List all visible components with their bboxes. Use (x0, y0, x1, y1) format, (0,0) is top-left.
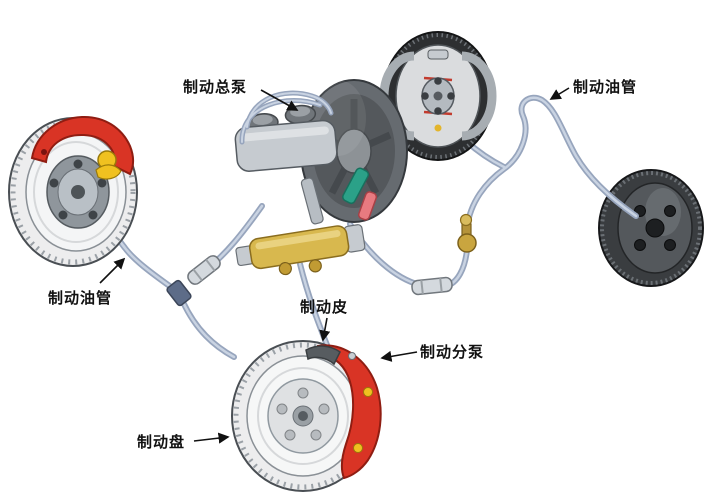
booster-seal (357, 191, 378, 221)
label-brake-line-left: 制动油管 (48, 289, 113, 307)
label-brake-line-top-right: 制动油管 (573, 78, 638, 96)
lower-caliper (317, 344, 382, 480)
rear-drum (598, 169, 704, 287)
arrow-brake-disc (193, 432, 230, 444)
arrow-brake-line-left (99, 257, 126, 284)
label-master-cylinder: 制动总泵 (183, 78, 248, 96)
arrow-brake-pad (319, 317, 331, 342)
proportioning-valve (235, 224, 366, 276)
arrow-brake-line-top-right (549, 87, 570, 100)
pushrod-bracket (300, 177, 324, 225)
label-arrows (99, 87, 570, 444)
pipe-coupling-right (411, 276, 453, 296)
arrow-wheel-cylinder (380, 350, 418, 362)
rear-drum-assembly (379, 31, 497, 161)
booster-gasket (342, 167, 370, 205)
label-wheel-cylinder: 制动分泵 (420, 343, 485, 361)
master-cylinder (234, 104, 338, 172)
pipe-coupling-left (187, 255, 221, 285)
brass-valve-fitting (457, 213, 477, 253)
pipe-junction-block (166, 279, 192, 307)
brake-pad (305, 345, 341, 366)
arrow-master-cylinder (260, 89, 299, 111)
front-caliper (30, 115, 134, 180)
label-brake-disc: 制动盘 (137, 433, 186, 451)
label-brake-pad: 制动皮 (300, 298, 349, 316)
